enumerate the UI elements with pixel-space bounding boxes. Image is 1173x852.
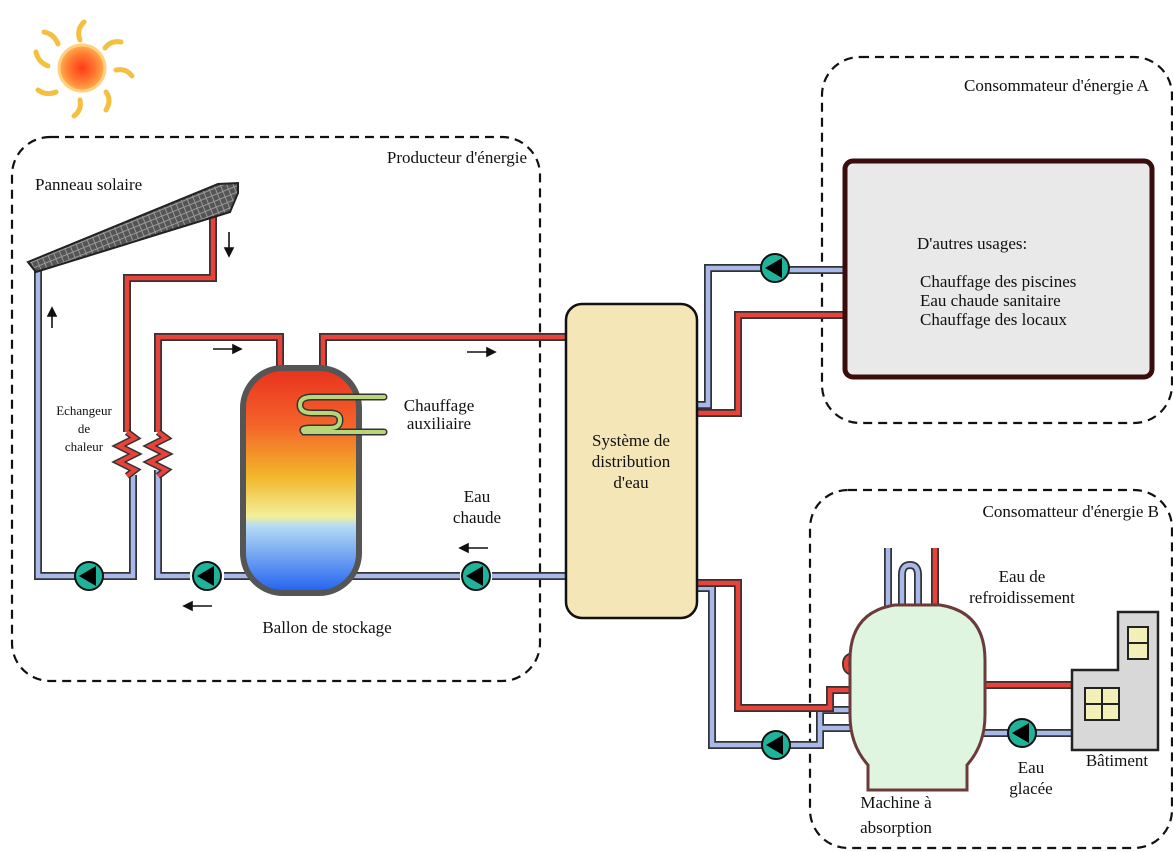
pump-icon [1007, 718, 1037, 748]
arrow-icon [182, 600, 212, 612]
arrow-icon [467, 346, 497, 358]
hot-water-label: chaude [453, 508, 501, 527]
building-icon [1070, 610, 1160, 752]
consumer-a-use: Eau chaude sanitaire [920, 291, 1061, 310]
building-label: Bâtiment [1086, 751, 1149, 770]
consumer-a-use: Chauffage des locaux [920, 310, 1067, 329]
distribution-label: distribution [592, 452, 671, 471]
consumer-a-heading: D'autres usages: [917, 234, 1027, 253]
consumer-a-panel [842, 158, 1155, 380]
consumer-b-title: Consomatteur d'énergie B [983, 502, 1160, 521]
heat-exchanger-label: Echangeur [56, 403, 112, 418]
consumer-a-title: Consommateur d'énergie A [964, 76, 1150, 95]
absorption-label: Machine à [860, 793, 932, 812]
heat-exchanger-label: chaleur [65, 439, 104, 454]
auxiliary-heating-coil [296, 393, 388, 436]
consumer-a-box [820, 55, 1173, 425]
storage-tank-label: Ballon de stockage [262, 618, 391, 637]
cooling-water-label: refroidissement [969, 588, 1075, 607]
storage-tank [240, 365, 362, 596]
distribution-label: Système de [592, 431, 670, 450]
arrow-icon [46, 306, 58, 328]
pump-icon [760, 253, 790, 283]
distribution-box [564, 302, 699, 620]
pump-icon [74, 561, 104, 591]
auxiliary-heating-label: Chauffage [404, 396, 475, 415]
labels: Producteur d'énergie Panneau solaire Ech… [35, 76, 1159, 837]
pump-icon [761, 730, 791, 760]
chilled-water-label: glacée [1009, 779, 1052, 798]
producer-title: Producteur d'énergie [387, 148, 527, 167]
auxiliary-heating-label: auxiliaire [407, 414, 471, 433]
arrow-icon [213, 343, 243, 355]
consumer-b-box [808, 488, 1173, 850]
flow-arrows [46, 232, 497, 612]
distribution-label: d'eau [613, 473, 649, 492]
chilled-water-label: Eau [1018, 758, 1045, 777]
pumps [74, 253, 1037, 760]
hot-water-label: Eau [464, 487, 491, 506]
heat-exchanger-label: de [78, 421, 91, 436]
pump-icon [461, 561, 491, 591]
arrow-icon [458, 542, 488, 554]
producer-box [10, 135, 542, 683]
consumer-a-use: Chauffage des piscines [920, 272, 1076, 291]
solar-panel-label: Panneau solaire [35, 175, 142, 194]
solar-panel [26, 181, 239, 274]
arrow-icon [223, 232, 235, 258]
heat-exchanger-coil [111, 429, 174, 479]
absorption-label: absorption [860, 818, 932, 837]
sun-icon [33, 19, 135, 119]
pump-icon [192, 561, 222, 591]
absorption-machine [848, 603, 987, 792]
cooling-water-label: Eau de [999, 567, 1046, 586]
